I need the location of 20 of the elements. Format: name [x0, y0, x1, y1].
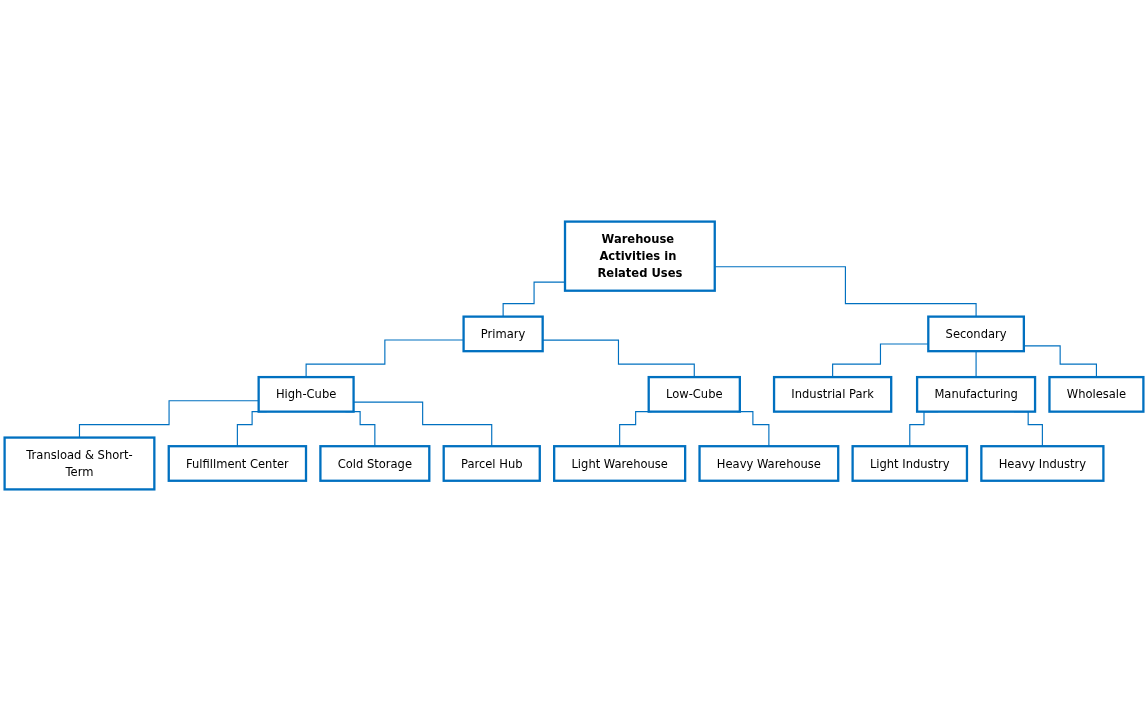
- connector: [353, 401, 493, 447]
- node-box: Light Warehouse: [553, 445, 687, 482]
- node-box: Parcel Hub: [442, 445, 541, 482]
- node-box: Manufacturing: [915, 375, 1037, 413]
- node-box: Transload & Short-Term: [3, 436, 156, 491]
- node-box: Warehouse Activities in Related Uses: [563, 220, 716, 292]
- connector: [1023, 345, 1097, 378]
- node-box: Industrial Park: [772, 375, 893, 413]
- node-box: Wholesale: [1048, 375, 1145, 413]
- node-box: Heavy Warehouse: [698, 445, 840, 482]
- node-box: Fulfillment Center: [167, 445, 308, 482]
- connector: [542, 339, 695, 378]
- connector: [832, 343, 929, 378]
- node-box: High-Cube: [257, 375, 355, 413]
- node-box: Heavy Industry: [980, 445, 1105, 482]
- node-box: Light Industry: [851, 445, 969, 482]
- node-box: Cold Storage: [319, 445, 431, 482]
- node-box: Secondary: [927, 315, 1025, 353]
- node-box: Primary: [462, 315, 544, 353]
- node-box: Low-Cube: [647, 375, 741, 413]
